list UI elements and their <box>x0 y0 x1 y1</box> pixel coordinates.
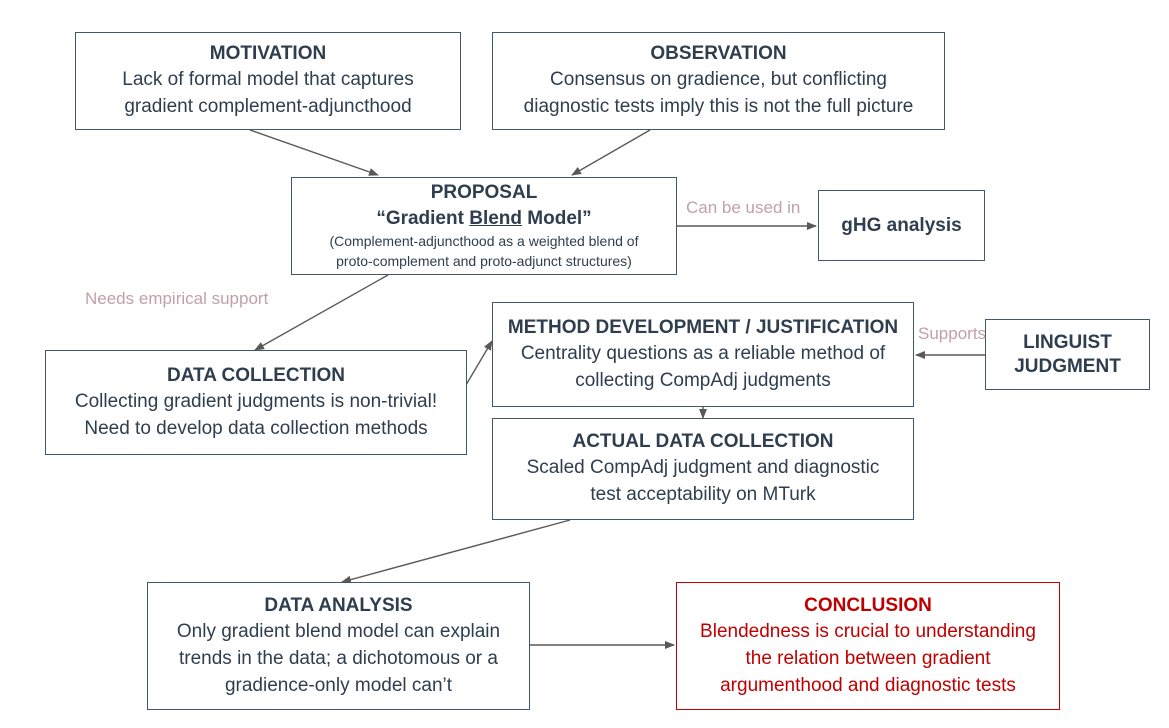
conclusion-line-3: argumenthood and diagnostic tests <box>720 674 1016 696</box>
arrow-actual-to-analysis <box>341 519 571 584</box>
arrow-observation-to-proposal <box>571 129 651 176</box>
linguist-judgment-line-1: LINGUIST <box>1023 331 1112 353</box>
proposal-box: PROPOSAL “Gradient Blend Model” (Complem… <box>291 177 677 275</box>
conclusion-line-2: the relation between gradient <box>745 647 991 669</box>
ghg-analysis-box: gHG analysis <box>818 190 985 261</box>
method-development-box: METHOD DEVELOPMENT / JUSTIFICATION Centr… <box>492 302 914 407</box>
edge-label-supports: Supports <box>918 324 987 343</box>
data-analysis-line-1: Only gradient blend model can explain <box>176 620 501 642</box>
data-collection-title: DATA COLLECTION <box>166 364 345 386</box>
observation-line-2: diagnostic tests imply this is not the f… <box>523 96 914 117</box>
conclusion-title: CONCLUSION <box>804 594 932 616</box>
conclusion-box: CONCLUSION Blendedness is crucial to und… <box>676 582 1060 710</box>
proposal-model-name-open: “Gradient <box>376 208 470 229</box>
actual-data-collection-line-1: Scaled CompAdj judgment and diagnostic <box>526 457 880 478</box>
conclusion-line-1: Blendedness is crucial to understanding <box>700 620 1036 642</box>
motivation-line-1: Lack of formal model that captures <box>122 69 414 90</box>
actual-data-collection-title: ACTUAL DATA COLLECTION <box>572 431 834 452</box>
observation-box: OBSERVATION Consensus on gradience, but … <box>492 32 945 130</box>
method-development-title: METHOD DEVELOPMENT / JUSTIFICATION <box>507 316 899 338</box>
method-development-line-2: collecting CompAdj judgments <box>575 369 831 391</box>
linguist-judgment-box: LINGUIST JUDGMENT <box>985 319 1150 390</box>
motivation-title: MOTIVATION <box>209 43 327 64</box>
proposal-model-name-close: Model” <box>522 208 592 229</box>
data-analysis-line-2: trends in the data; a dichotomous or a <box>179 647 498 669</box>
data-analysis-line-3: gradience-only model can’t <box>224 674 453 696</box>
arrow-data-collection-to-method <box>465 340 493 386</box>
data-analysis-box: DATA ANALYSIS Only gradient blend model … <box>147 582 530 710</box>
actual-data-collection-line-2: test acceptability on MTurk <box>590 484 816 505</box>
proposal-title: PROPOSAL <box>430 182 538 203</box>
linguist-judgment-line-2: JUDGMENT <box>1014 355 1121 377</box>
actual-data-collection-box: ACTUAL DATA COLLECTION Scaled CompAdj ju… <box>492 418 914 520</box>
proposal-detail-1: (Complement-adjuncthood as a weighted bl… <box>329 233 639 249</box>
motivation-line-2: gradient complement-adjuncthood <box>124 96 412 117</box>
proposal-model-name-underlined: Blend <box>469 208 522 229</box>
motivation-box: MOTIVATION Lack of formal model that cap… <box>75 32 461 130</box>
edge-label-needs-empirical-support: Needs empirical support <box>85 289 269 308</box>
edge-label-can-be-used-in: Can be used in <box>686 198 801 217</box>
data-collection-line-2: Need to develop data collection methods <box>84 417 428 439</box>
data-collection-box: DATA COLLECTION Collecting gradient judg… <box>45 350 467 455</box>
observation-title: OBSERVATION <box>650 43 787 64</box>
method-development-line-1: Centrality questions as a reliable metho… <box>520 342 886 364</box>
data-analysis-title: DATA ANALYSIS <box>264 594 413 616</box>
observation-line-1: Consensus on gradience, but conflicting <box>550 69 887 90</box>
data-collection-line-1: Collecting gradient judgments is non-tri… <box>74 390 438 412</box>
proposal-model-name: “Gradient Blend Model” <box>376 207 591 231</box>
ghg-analysis-title: gHG analysis <box>841 214 962 236</box>
proposal-detail-2: proto-complement and proto-adjunct struc… <box>336 253 632 269</box>
arrow-proposal-to-data-collection <box>254 274 389 351</box>
arrow-motivation-to-proposal <box>249 129 379 176</box>
